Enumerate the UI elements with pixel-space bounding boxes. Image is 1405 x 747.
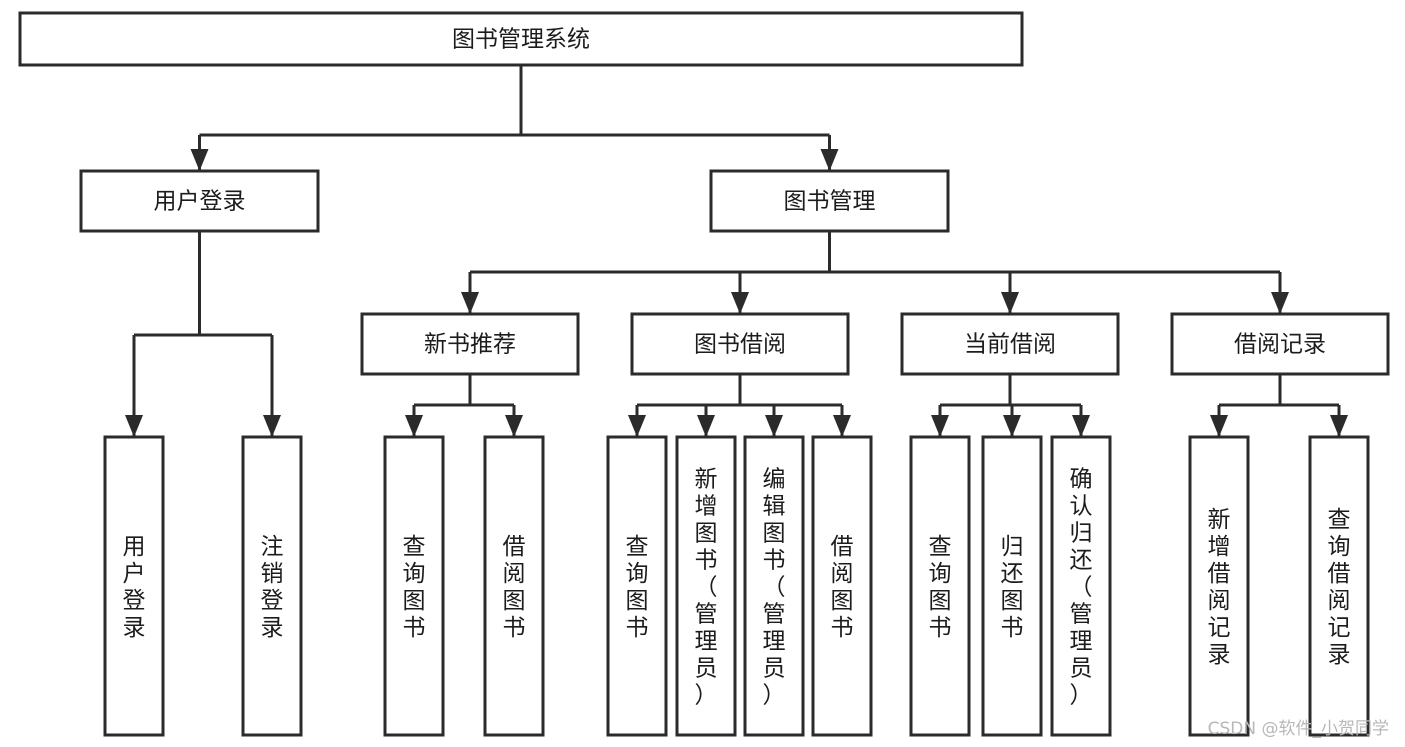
node-label: 确认归还（管理员） (1070, 467, 1093, 709)
node-l3_1[interactable]: 图书借阅 (630, 312, 850, 376)
arrow-head-icon (731, 292, 749, 314)
node-label: 新增图书（管理员） (695, 467, 718, 709)
arrow-head-icon (1072, 415, 1090, 437)
arrow-head-icon (931, 415, 949, 437)
node-label: 查询图书 (929, 534, 952, 641)
node-box[interactable] (18, 11, 1024, 67)
node-box[interactable] (811, 435, 873, 737)
node-leaf_7[interactable]: 借阅图书 (811, 435, 873, 737)
node-l3_2[interactable]: 当前借阅 (900, 312, 1120, 376)
node-box[interactable] (1170, 312, 1390, 376)
arrow-head-icon (1330, 415, 1348, 437)
node-l3_0[interactable]: 新书推荐 (360, 312, 580, 376)
node-label: 借阅记录 (1234, 332, 1326, 358)
node-box[interactable] (606, 435, 668, 737)
node-label: 借阅图书 (831, 534, 854, 641)
node-label: 查询图书 (403, 534, 426, 641)
node-label: 新书推荐 (424, 332, 516, 358)
node-leaf_9[interactable]: 归还图书 (981, 435, 1043, 737)
node-label: 图书管理 (784, 189, 876, 215)
node-box[interactable] (630, 312, 850, 376)
node-l3_3[interactable]: 借阅记录 (1170, 312, 1390, 376)
arrow-head-icon (833, 415, 851, 437)
node-box[interactable] (383, 435, 445, 737)
arrow-head-icon (1003, 415, 1021, 437)
arrow-head-icon (697, 415, 715, 437)
node-box[interactable] (900, 312, 1120, 376)
node-leaf_6[interactable]: 编辑图书（管理员） (743, 435, 805, 737)
node-box[interactable] (1188, 435, 1250, 737)
arrow-head-icon (628, 415, 646, 437)
node-leaf_0[interactable]: 用户登录 (103, 435, 165, 737)
node-leaf_10[interactable]: 确认归还（管理员） (1050, 435, 1112, 737)
arrow-head-icon (1210, 415, 1228, 437)
node-leaf_4[interactable]: 查询图书 (606, 435, 668, 737)
node-box[interactable] (360, 312, 580, 376)
node-label: 当前借阅 (964, 332, 1056, 358)
node-leaf_5[interactable]: 新增图书（管理员） (675, 435, 737, 737)
arrow-head-icon (405, 415, 423, 437)
node-label: 图书借阅 (694, 332, 786, 358)
node-label: 注销登录 (261, 534, 284, 641)
node-box[interactable] (79, 169, 320, 233)
node-box[interactable] (1308, 435, 1370, 737)
node-root[interactable]: 图书管理系统 (18, 11, 1024, 67)
edges-layer (125, 65, 1348, 437)
node-label: 图书管理系统 (452, 27, 590, 53)
node-label: 查询借阅记录 (1328, 507, 1351, 668)
node-leaf_1[interactable]: 注销登录 (241, 435, 303, 737)
node-label: 新增借阅记录 (1208, 507, 1231, 668)
arrow-head-icon (263, 415, 281, 437)
arrow-head-icon (190, 149, 209, 171)
node-box[interactable] (743, 435, 805, 737)
node-box[interactable] (1050, 435, 1112, 737)
node-box[interactable] (483, 435, 545, 737)
node-box[interactable] (709, 169, 950, 233)
arrow-head-icon (1001, 292, 1019, 314)
node-box[interactable] (981, 435, 1043, 737)
node-leaf_12[interactable]: 查询借阅记录 (1308, 435, 1370, 737)
node-label: 编辑图书（管理员） (763, 467, 786, 709)
node-box[interactable] (241, 435, 303, 737)
node-leaf_11[interactable]: 新增借阅记录 (1188, 435, 1250, 737)
node-box[interactable] (909, 435, 971, 737)
arrow-head-icon (505, 415, 523, 437)
node-l2_1[interactable]: 图书管理 (709, 169, 950, 233)
arrow-head-icon (1271, 292, 1289, 314)
arrow-head-icon (765, 415, 783, 437)
node-label: 借阅图书 (503, 534, 526, 641)
nodes-layer: 图书管理系统用户登录图书管理新书推荐图书借阅当前借阅借阅记录用户登录注销登录查询… (18, 11, 1390, 737)
node-leaf_3[interactable]: 借阅图书 (483, 435, 545, 737)
node-label: 归还图书 (1001, 534, 1024, 641)
node-box[interactable] (103, 435, 165, 737)
node-leaf_8[interactable]: 查询图书 (909, 435, 971, 737)
node-label: 用户登录 (154, 189, 246, 215)
node-label: 用户登录 (123, 534, 146, 641)
arrow-head-icon (820, 149, 839, 171)
node-l2_0[interactable]: 用户登录 (79, 169, 320, 233)
arrow-head-icon (125, 415, 143, 437)
node-label: 查询图书 (626, 534, 649, 641)
node-box[interactable] (675, 435, 737, 737)
arrow-head-icon (461, 292, 479, 314)
node-leaf_2[interactable]: 查询图书 (383, 435, 445, 737)
